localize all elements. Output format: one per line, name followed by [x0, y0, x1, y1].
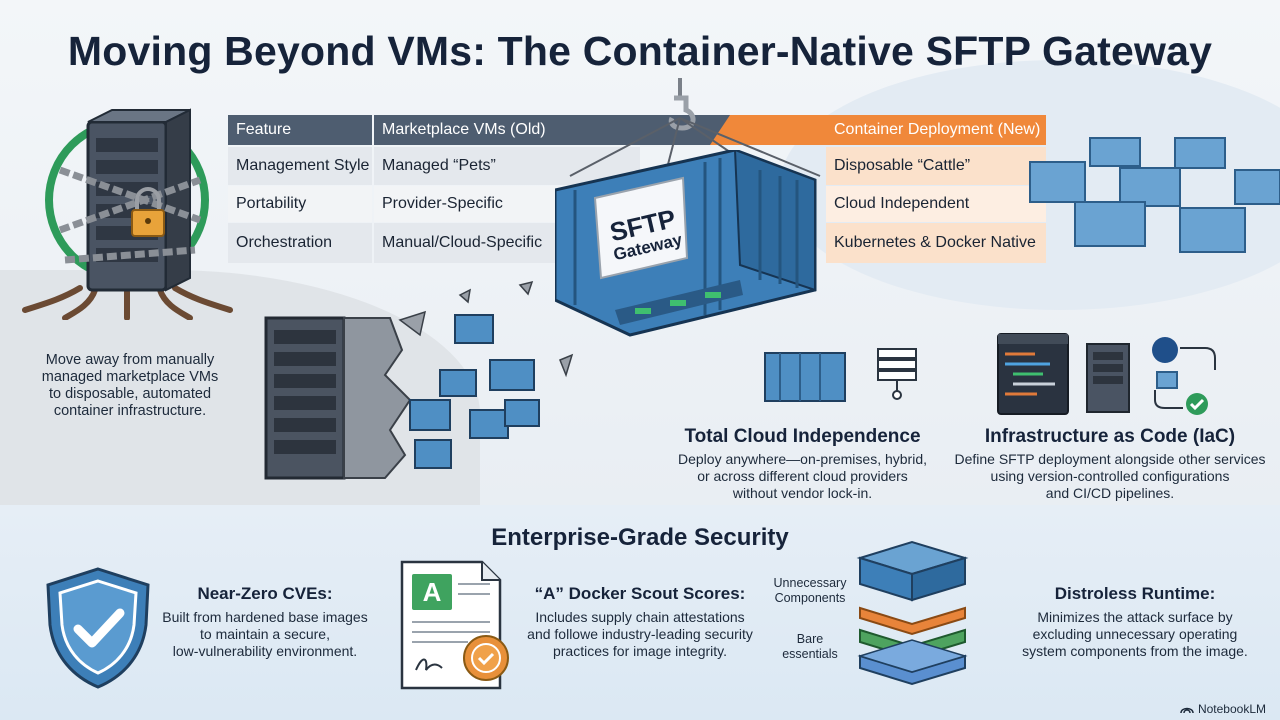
- cloud-independence-icon: [764, 348, 917, 402]
- security-section-title: Enterprise-Grade Security: [491, 524, 789, 551]
- distroless-layers-icon: [856, 540, 969, 686]
- brand-mark: NotebookLM: [1180, 702, 1266, 716]
- feature-title: Infrastructure as Code (IaC): [984, 426, 1236, 447]
- header-vms: Marketplace VMs (Old): [374, 115, 640, 145]
- header-containers: Container Deployment (New): [826, 115, 1046, 145]
- score-document: A: [398, 558, 516, 693]
- security-background: [0, 505, 1280, 720]
- security-item-title: Near-Zero CVEs:: [197, 584, 333, 603]
- security-item-title: Distroless Runtime:: [1054, 584, 1216, 603]
- table-cell: Portability: [228, 186, 372, 222]
- feature-title: Total Cloud Independence: [684, 426, 921, 447]
- table-cell: Disposable “Cattle”: [826, 147, 1046, 185]
- header-feature: Feature: [228, 115, 372, 145]
- shield-check-icon: [46, 567, 150, 689]
- feature-description: Define SFTP deployment alongside other s…: [954, 451, 1266, 501]
- table-cell: Managed “Pets”: [374, 147, 640, 185]
- iac-pipeline-icon: [997, 333, 1216, 415]
- security-item-title: “A” Docker Scout Scores:: [534, 584, 746, 603]
- layer-label-unnecessary: Unnecessary Components: [773, 576, 847, 605]
- table-cell: Cloud Independent: [826, 186, 1046, 222]
- feature-description: Deploy anywhere—on-premises, hybrid, or …: [678, 451, 927, 501]
- left-caption: Move away from manually managed marketpl…: [41, 352, 219, 419]
- chained-server-icon: [22, 108, 233, 320]
- sftp-gateway-container: SFTP Gateway: [555, 150, 820, 340]
- page-title: Moving Beyond VMs: The Container-Native …: [67, 28, 1213, 74]
- score-letter: A: [422, 577, 442, 607]
- broken-server-icon: [264, 280, 574, 480]
- security-item-description: Includes supply chain attestations and f…: [527, 609, 753, 659]
- document-icon: [400, 560, 509, 690]
- security-item-description: Minimizes the attack surface by excludin…: [1022, 609, 1248, 659]
- table-cell: Management Style: [228, 147, 372, 185]
- table-cell: Orchestration: [228, 223, 372, 263]
- brand-logo-icon: [1180, 707, 1194, 714]
- security-item-description: Built from hardened base images to maint…: [162, 609, 368, 659]
- table-cell: Kubernetes & Docker Native: [826, 223, 1046, 263]
- shipping-container-icon: [555, 150, 817, 337]
- layer-label-bare: Bare essentials: [782, 632, 838, 661]
- container-fleet-icon: [1029, 137, 1280, 253]
